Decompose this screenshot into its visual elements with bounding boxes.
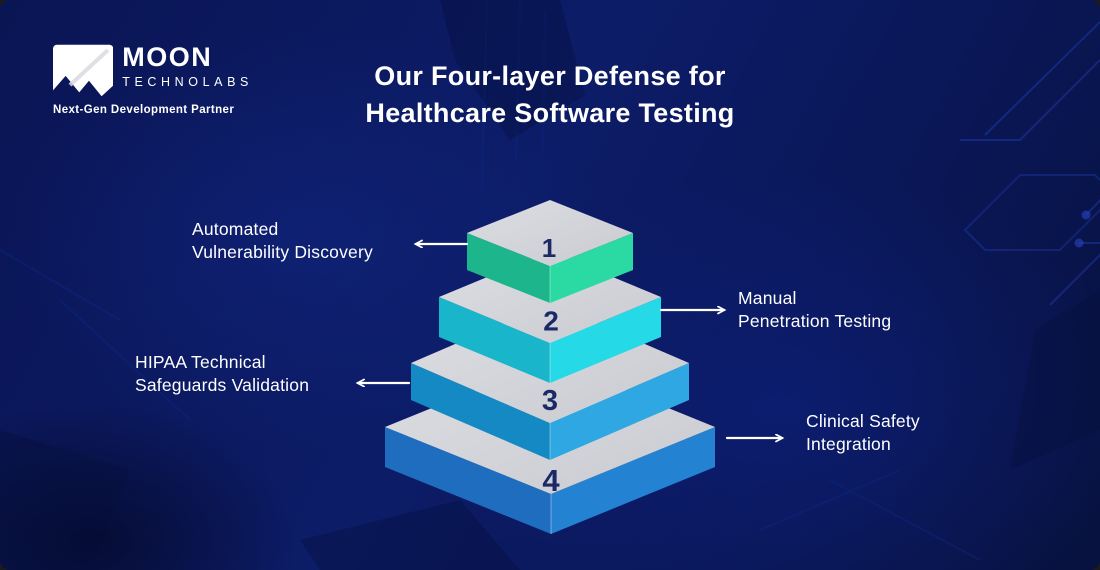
label-line: HIPAA Technical [135, 352, 266, 372]
page-title-line1: Our Four-layer Defense for [374, 61, 726, 91]
label-automated-vulnerability-discovery: Automated Vulnerability Discovery [192, 218, 373, 264]
label-line: Safeguards Validation [135, 375, 310, 395]
label-line: Integration [806, 434, 891, 454]
label-line: Automated [192, 219, 279, 239]
brand-name: MOON [122, 42, 213, 72]
label-manual-penetration-testing: Manual Penetration Testing [738, 287, 891, 333]
layer-1-number: 1 [541, 232, 557, 263]
brand-logo: MOON TECHNOLABS Next-Gen Development Par… [53, 44, 253, 116]
moon-technolabs-logo-icon [53, 44, 114, 97]
label-line: Penetration Testing [738, 311, 892, 331]
label-line: Manual [738, 288, 797, 308]
label-clinical-safety-integration: Clinical Safety Integration [806, 410, 920, 456]
page-title-line2: Healthcare Software Testing [365, 98, 735, 128]
layer-4-number: 4 [542, 463, 560, 499]
pyramid-layer-1 [467, 200, 633, 303]
brand-tagline: Next-Gen Development Partner [53, 104, 235, 116]
brand-subname: TECHNOLABS [122, 75, 253, 89]
label-line: Vulnerability Discovery [192, 242, 373, 262]
layer-2-number: 2 [543, 305, 559, 337]
layer-3-number: 3 [541, 384, 559, 417]
label-hipaa-technical-safeguards-validation: HIPAA Technical Safeguards Validation [135, 351, 309, 397]
label-line: Clinical Safety [806, 411, 920, 431]
page-title: Our Four-layer Defense for Healthcare So… [0, 58, 1100, 132]
